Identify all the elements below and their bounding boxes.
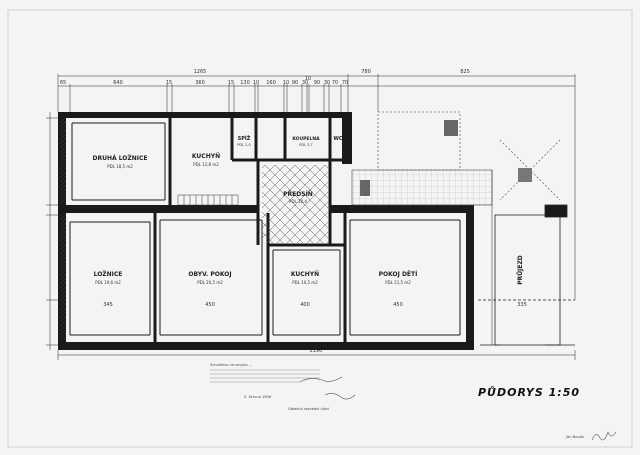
room-name-living-room: OBYV. POKOJ xyxy=(188,271,231,278)
stamp-office: Oblastní stavební úřad xyxy=(288,407,329,411)
dim-seg: 160 xyxy=(266,80,276,86)
dim-seg: 90 xyxy=(292,80,298,86)
dim-seg: 15 xyxy=(228,80,234,86)
hallway-floor-pattern xyxy=(262,165,328,243)
interior-walls xyxy=(153,118,347,342)
dim-seg: 15 xyxy=(166,80,172,86)
room-area-kitchen-2: PDL 10,5 m2 xyxy=(292,280,318,285)
dim-seg: 70 xyxy=(332,80,338,86)
dim-overall-3: 825 xyxy=(460,69,470,75)
room-name-hallway: PŘEDSÍŇ xyxy=(283,190,313,198)
room-name-pantry: SPÍŽ xyxy=(238,134,251,142)
stamp-date: 5. června 1956 xyxy=(244,395,272,399)
dim-seg: 90 xyxy=(314,80,320,86)
room-area-living-room: PDL 20,5 m2 xyxy=(197,280,223,285)
passage-structure xyxy=(478,204,575,346)
room-dim: 400 xyxy=(300,302,310,308)
signature-scribble xyxy=(299,376,343,383)
room-name-bedroom-2: DRUHÁ LOŽNICE xyxy=(92,154,147,162)
approval-notes: Schváleno ve smyslu ... 5. června 1956 O… xyxy=(210,363,356,411)
drawing-title: PŮDORYS 1:50 xyxy=(478,386,580,399)
room-area-hallway: PDL 10,4 xyxy=(289,199,307,204)
room-dim: 335 xyxy=(517,302,527,308)
room-labels: DRUHÁ LOŽNICE PDL 18,5 m2 KUCHYŇ PDL 12,… xyxy=(92,134,524,285)
dim-seg: 70 xyxy=(342,80,348,86)
dim-seg: 130 xyxy=(240,80,250,86)
signature-scribble-2 xyxy=(324,393,356,400)
room-name-kitchen-1: KUCHYŇ xyxy=(192,152,220,160)
room-area-kitchen-1: PDL 12,8 m2 xyxy=(193,162,219,167)
dim-seg: 30 xyxy=(302,80,308,86)
room-name-wc: WC xyxy=(333,136,343,142)
dim-seg: 360 xyxy=(195,80,205,86)
staircase xyxy=(177,194,239,206)
dim-overall-2: 780 xyxy=(361,69,371,75)
room-area-bedroom: PDL 19,6 m2 xyxy=(95,280,121,285)
stove-block xyxy=(360,180,370,196)
dim-seg: 10 xyxy=(283,80,289,86)
room-name-bathroom: KOUPELNA xyxy=(292,136,320,142)
left-dimension-lines xyxy=(46,112,58,350)
room-name-bedroom: LOŽNICE xyxy=(94,270,123,278)
room-name-children-room: POKOJ DĚTÍ xyxy=(379,270,418,278)
dim-overall-1: 1265 xyxy=(194,69,207,75)
author-name: Jan Novák xyxy=(565,435,585,439)
room-dim: 345 xyxy=(103,302,113,308)
approval-note: Schváleno ve smyslu ... xyxy=(210,363,252,367)
room-dimension-texts: 345 450 400 450 335 xyxy=(103,302,527,308)
dim-bottom-total: 2190 xyxy=(310,348,323,354)
pillar-block xyxy=(518,168,532,182)
wall-hatching xyxy=(60,118,66,340)
top-dimension-texts: 1265 780 825 65 640 15 360 15 130 10 160… xyxy=(60,69,470,86)
dim-seg: 65 xyxy=(60,80,66,86)
author-signature xyxy=(591,431,617,441)
room-name-kitchen-2: KUCHYŇ xyxy=(291,270,319,278)
room-name-passage: PRŮJEZD xyxy=(517,255,524,285)
sheet-border xyxy=(7,9,633,448)
courtyard-annex xyxy=(351,111,561,345)
room-area-bedroom-2: PDL 18,5 m2 xyxy=(107,164,133,169)
dim-seg: 10 xyxy=(253,80,259,86)
room-area-bathroom: PDL 3,7 xyxy=(299,143,312,147)
dim-seg: 10 xyxy=(305,76,311,82)
top-dimension-lines xyxy=(57,74,576,300)
room-dim: 450 xyxy=(205,302,215,308)
bottom-dimension-line xyxy=(57,350,576,360)
room-dim: 450 xyxy=(393,302,403,308)
dim-seg: 640 xyxy=(113,80,123,86)
interior-thin-walls xyxy=(69,122,461,336)
room-area-children-room: PDL 21,5 m2 xyxy=(385,280,411,285)
chimney-block xyxy=(444,120,458,136)
dim-seg: 30 xyxy=(324,80,330,86)
room-area-pantry: PDL 2,0 xyxy=(237,143,250,147)
